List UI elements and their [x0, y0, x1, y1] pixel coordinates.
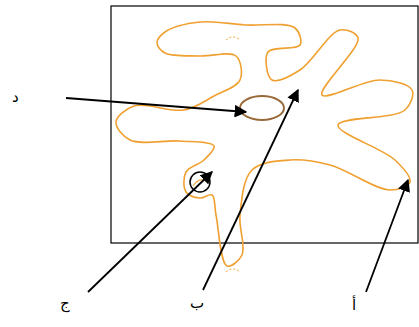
part-label: أ [352, 298, 356, 313]
membrane-detail [226, 269, 240, 272]
leader-line [66, 98, 246, 112]
leader-line [203, 90, 298, 290]
leader-line [88, 172, 212, 292]
nucleus [240, 96, 284, 120]
leader-line [366, 180, 408, 292]
cell-membrane [116, 22, 413, 267]
part-label: ب [190, 296, 204, 311]
vacuole [190, 172, 210, 192]
part-label: د [12, 90, 19, 105]
part-label: ج [60, 296, 70, 311]
membrane-detail [226, 37, 240, 40]
